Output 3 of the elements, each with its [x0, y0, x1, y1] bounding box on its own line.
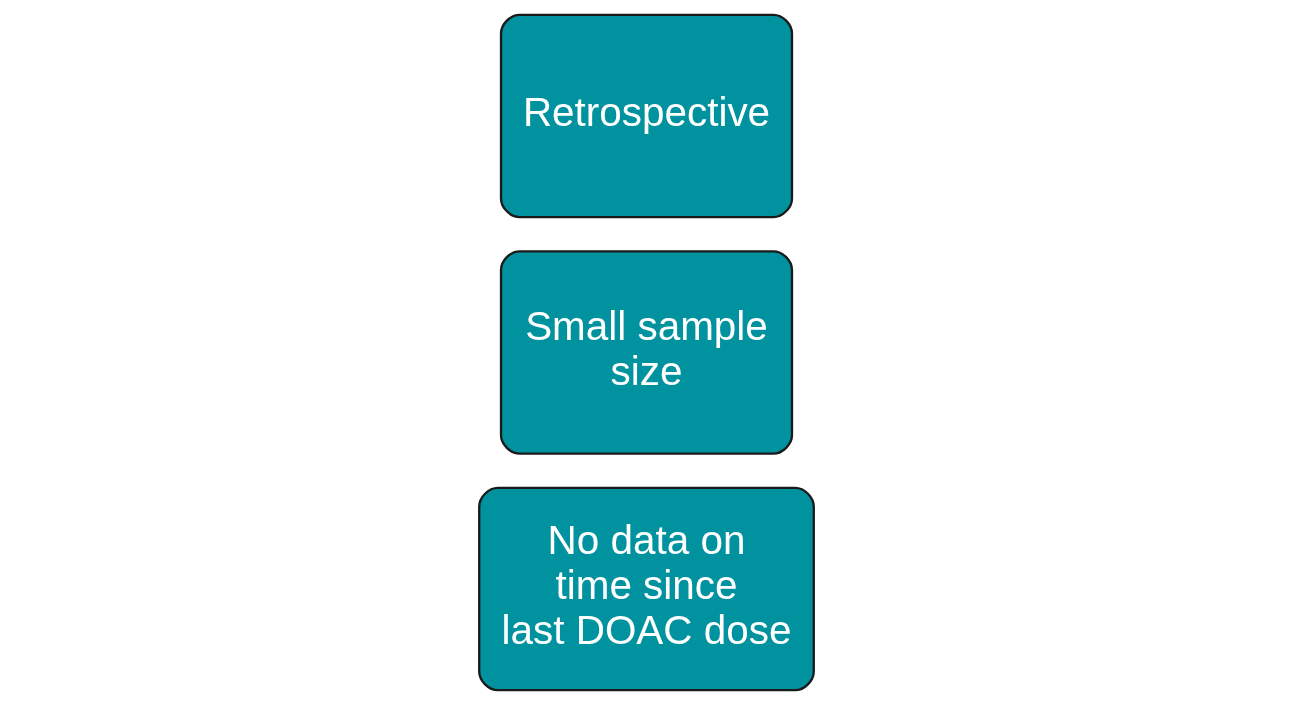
node-box: No data on time since last DOAC dose: [478, 486, 815, 692]
node-box: Retrospective: [499, 13, 794, 219]
node-box: Small sample size: [499, 250, 794, 455]
